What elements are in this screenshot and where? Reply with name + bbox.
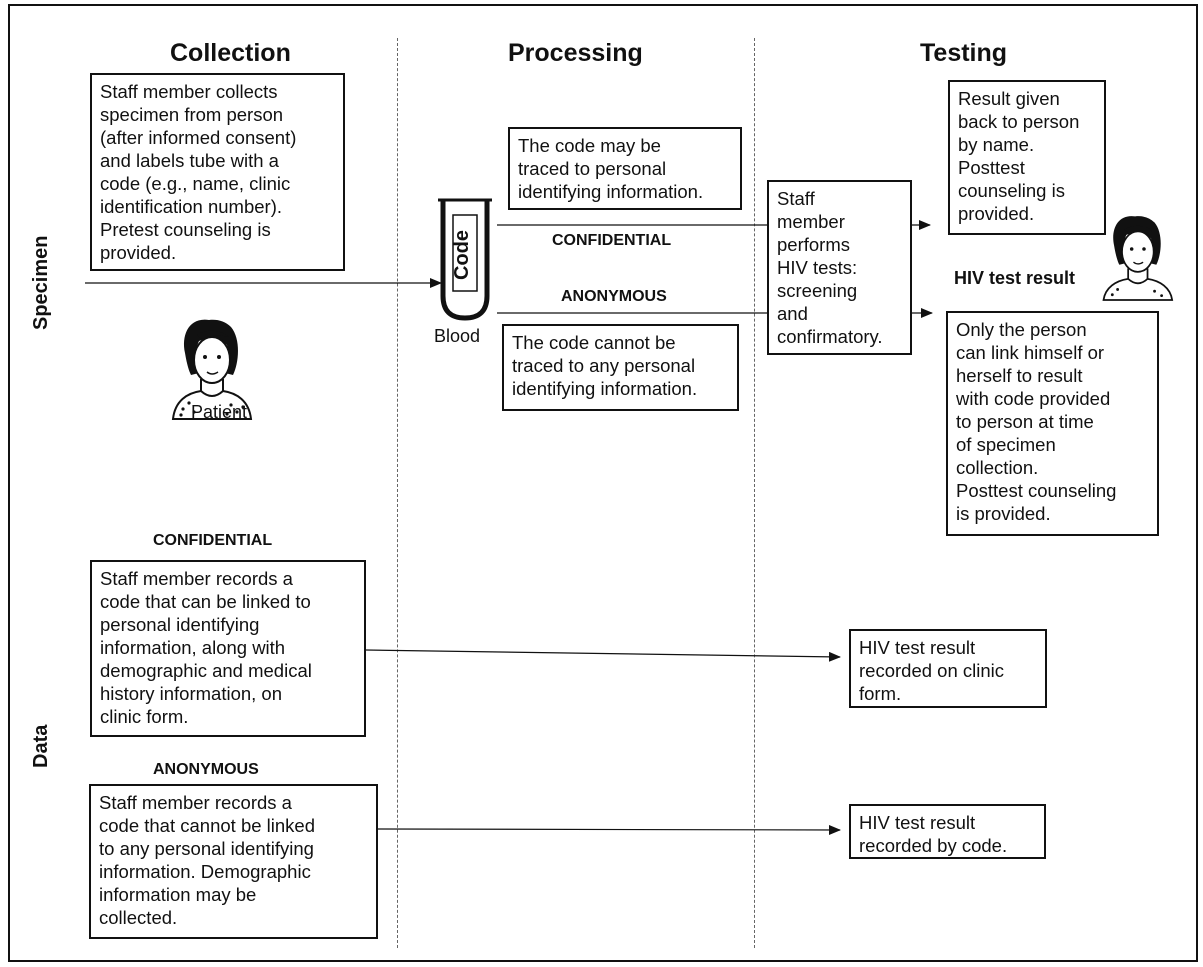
blood-tube-icon xyxy=(438,198,492,321)
column-header-collection: Collection xyxy=(170,39,291,67)
tube-code-label: Code xyxy=(451,230,473,280)
patient-portrait-icon xyxy=(171,319,253,420)
collect-specimen-box: Staff member collects specimen from pers… xyxy=(90,73,345,271)
performs-tests-box: Staff member performs HIV tests: screeni… xyxy=(767,180,912,355)
result-by-code-record-box: HIV test result recorded by code. xyxy=(849,804,1046,859)
divider-collection-processing xyxy=(397,38,398,948)
diagram-frame xyxy=(8,4,1198,962)
blood-label: Blood xyxy=(434,326,481,346)
arrow-record-linked-to-clinic-form xyxy=(365,649,841,662)
confidential-path-label: CONFIDENTIAL xyxy=(552,232,672,249)
result-clinic-form-box: HIV test result recorded on clinic form. xyxy=(849,629,1047,708)
anonymous-path-label: ANONYMOUS xyxy=(561,288,667,305)
patient-label: Patient xyxy=(191,402,248,422)
column-header-testing: Testing xyxy=(920,39,1008,67)
result-recipient-portrait-icon xyxy=(1102,216,1174,301)
result-by-name-box: Result given back to person by name. Pos… xyxy=(948,80,1106,235)
data-confidential-label: CONFIDENTIAL xyxy=(153,532,273,549)
record-linked-code-box: Staff member records a code that can be … xyxy=(90,560,366,737)
arrow-record-unlinked-to-by-code xyxy=(377,824,841,835)
divider-processing-testing xyxy=(754,38,755,948)
code-untraced-box: The code cannot be traced to any persona… xyxy=(502,324,739,411)
record-unlinked-code-box: Staff member records a code that cannot … xyxy=(89,784,378,939)
column-header-processing: Processing xyxy=(508,39,643,67)
result-by-code-box: Only the person can link himself or hers… xyxy=(946,311,1159,536)
code-traced-box: The code may be traced to personal ident… xyxy=(508,127,742,210)
data-anonymous-label: ANONYMOUS xyxy=(153,761,259,778)
hiv-test-result-label: HIV test result xyxy=(954,268,1076,288)
